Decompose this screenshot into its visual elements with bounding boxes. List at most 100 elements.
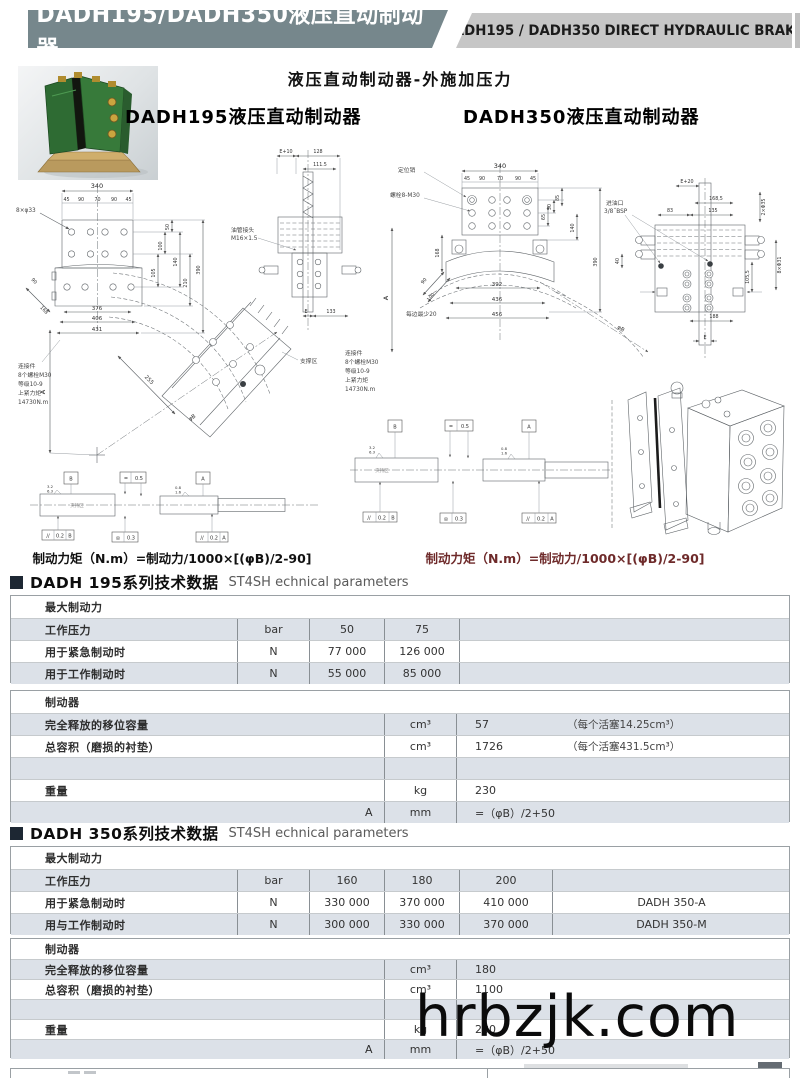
dim-label: 376 xyxy=(92,306,103,312)
dim-label: 456 xyxy=(492,312,503,318)
dim-label: E+10 xyxy=(279,149,292,155)
gdt-symbol: = xyxy=(124,476,128,482)
svg-text:8个螺栓M30: 8个螺栓M30 xyxy=(345,358,379,366)
dim-label: 90 xyxy=(479,176,485,182)
gdt-value: 0.5 xyxy=(135,476,143,482)
drawing-title-195: DADH195液压直动制动器 xyxy=(125,107,362,128)
dim-label: 168,5 xyxy=(709,196,723,202)
roughness-label: 1.6 xyxy=(175,490,182,495)
dim-label: 2×Φ35 xyxy=(761,199,767,216)
oil-fitting-size: M16×1.5 xyxy=(231,236,258,242)
row-label: 制动器 xyxy=(45,943,80,956)
model-cell: DADH 350-A xyxy=(637,896,706,909)
drawing-195-top-view: 340 45 90 70 90 45 8×φ33 100 50 140 10 xyxy=(16,182,318,463)
dim-label: 100 xyxy=(158,241,164,250)
table-row: 总容积（磨损的衬垫） cm³ 1726 （每个活塞431.5cm³） xyxy=(11,735,789,757)
oil-inlet-size: 3/8˝BSP xyxy=(604,209,628,215)
dim-label: 90 xyxy=(420,277,429,286)
svg-text:14730N.m: 14730N.m xyxy=(345,387,376,393)
row-label: 工作压力 xyxy=(45,874,91,888)
svg-text:0.2: 0.2 xyxy=(378,516,386,522)
iso-view-350 xyxy=(627,381,785,535)
svg-text:等级10-9: 等级10-9 xyxy=(345,367,370,375)
table-row: 制动器 xyxy=(11,691,789,713)
svg-text:连接件: 连接件 xyxy=(345,349,363,357)
tolerance-frame: ◎ 0.3 xyxy=(439,480,467,524)
drawing-350-side-view: E+20 168,5 83 135 2×Φ35 xyxy=(635,178,783,360)
svg-text:◎: ◎ xyxy=(444,517,449,523)
table-cell: 300 000 xyxy=(310,914,385,935)
table-row: 工作压力 bar 50 75 xyxy=(11,618,789,640)
header-edge-strip xyxy=(795,13,800,48)
table-cell: 126 000 xyxy=(385,641,460,662)
table-cell: 77 000 xyxy=(310,641,385,662)
table-cell: 1726 xyxy=(475,740,503,753)
dim-label: 90 xyxy=(29,277,38,286)
table-cell: bar xyxy=(237,619,310,640)
table-cell: 50 xyxy=(310,619,385,640)
dim-label: 90 xyxy=(78,197,84,203)
dim-label: 45 xyxy=(464,176,470,182)
locating-pin-label: 定位销 xyxy=(398,166,416,174)
drawing-195-side-view: E+10 128 111.5 E 133 每边最少20 油管接 xyxy=(231,149,437,332)
table-cell: 57 xyxy=(475,718,489,731)
dim-label: 40 xyxy=(615,258,621,264)
section-title-zh: DADH 195系列技术数据 xyxy=(30,574,219,592)
table-cell: cm³ xyxy=(384,960,457,979)
svg-text://: // xyxy=(200,536,204,542)
torque-formula-195: 制动力矩（N.m）=制动力/1000×[(φB)/2-90] xyxy=(32,551,312,566)
table-cell: cm³ xyxy=(384,736,457,757)
row-label: 最大制动力 xyxy=(45,852,103,865)
hex-nuts xyxy=(738,420,778,516)
svg-text:A: A xyxy=(550,517,554,523)
support-zone-label: 支撑区 xyxy=(300,357,318,365)
row-label: 工作压力 xyxy=(45,623,91,637)
gdt-value: 0.5 xyxy=(461,424,469,430)
dim-label: 390 xyxy=(593,257,599,266)
drawing-title-350: DADH350液压直动制动器 xyxy=(463,107,700,128)
partial-next-table xyxy=(10,1068,790,1078)
dim-label: 128 xyxy=(313,149,322,155)
table-cell: 370 000 xyxy=(385,892,460,913)
clamp-zone-label: 夹持区 xyxy=(70,502,84,509)
dim-label: E xyxy=(703,335,706,341)
table-cell: 75 xyxy=(385,619,460,640)
dim-label: 90 xyxy=(515,176,521,182)
connector-note-350: 连接件 8个螺栓M30 等级10-9 上紧力矩 14730N.m xyxy=(345,349,379,393)
svg-text:B: B xyxy=(68,534,72,540)
diameter-label: φB xyxy=(616,325,626,334)
dim-label: 45 xyxy=(530,176,536,182)
table-cell: 280 xyxy=(475,1023,496,1036)
row-label: 完全释放的移位容量 xyxy=(45,718,149,732)
row-label: 完全释放的移位容量 xyxy=(45,963,149,977)
table-cell: 180 xyxy=(475,963,496,976)
dim-label: 8×Φ31 xyxy=(777,257,783,274)
table-cell: 55 000 xyxy=(310,663,385,684)
dim-label: A xyxy=(382,295,390,300)
table-cell: 230 xyxy=(475,784,496,797)
table-cell xyxy=(384,758,457,779)
svg-text:B: B xyxy=(391,516,395,522)
table-cell: N xyxy=(237,892,310,913)
connector-note-195: 连接件 8个螺栓M30 等级10-9 上紧力矩 14730N.m xyxy=(18,362,52,406)
dim-label: 50 xyxy=(165,224,171,230)
partial-table-divider xyxy=(487,1069,488,1078)
roughness-label: 3.2 xyxy=(47,484,54,489)
dim-label: 168 xyxy=(38,305,49,316)
table-row: A mm =（φB）/2+50 xyxy=(11,801,789,823)
table-cell: 180 xyxy=(385,870,460,891)
gdt-symbol: = xyxy=(449,424,453,430)
dim-label: 406 xyxy=(92,316,103,322)
torque-formula-350: 制动力矩（N.m）=制动力/1000×[(φB)/2-90] xyxy=(425,551,705,566)
row-label: 用与工作制动时 xyxy=(45,918,126,932)
table-row: 总容积（磨损的衬垫） cm³ 1100 xyxy=(11,979,789,999)
tolerance-frame: // 0.2 B xyxy=(41,515,75,541)
svg-text:A: A xyxy=(222,536,226,542)
table-row: 完全释放的移位容量 cm³ 57 （每个活塞14.25cm³） xyxy=(11,713,789,735)
tolerance-frame: // 0.2 B xyxy=(362,481,398,523)
drawing-350-top-view: 定位销 螺栓8-M30 340 45 90 70 90 45 85 xyxy=(345,162,709,393)
table-row: 用于紧急制动时 N 330 000 370 000 410 000 DADH 3… xyxy=(11,891,789,913)
page-corner-mark xyxy=(758,1062,782,1068)
table-row: A mm =（φB）/2+50 xyxy=(11,1039,789,1059)
